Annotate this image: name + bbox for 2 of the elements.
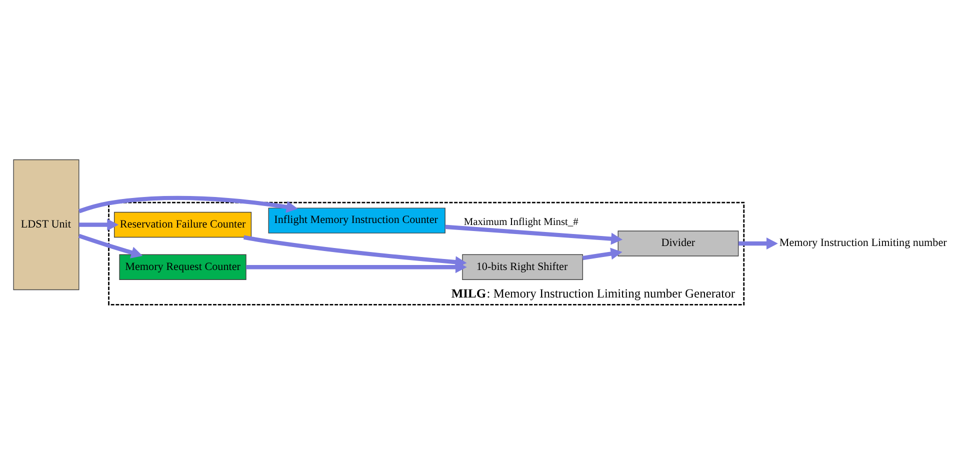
edge-label: Maximum Inflight Minst_#: [464, 216, 578, 228]
node-text: Memory Instruction Limiting number: [779, 236, 947, 249]
